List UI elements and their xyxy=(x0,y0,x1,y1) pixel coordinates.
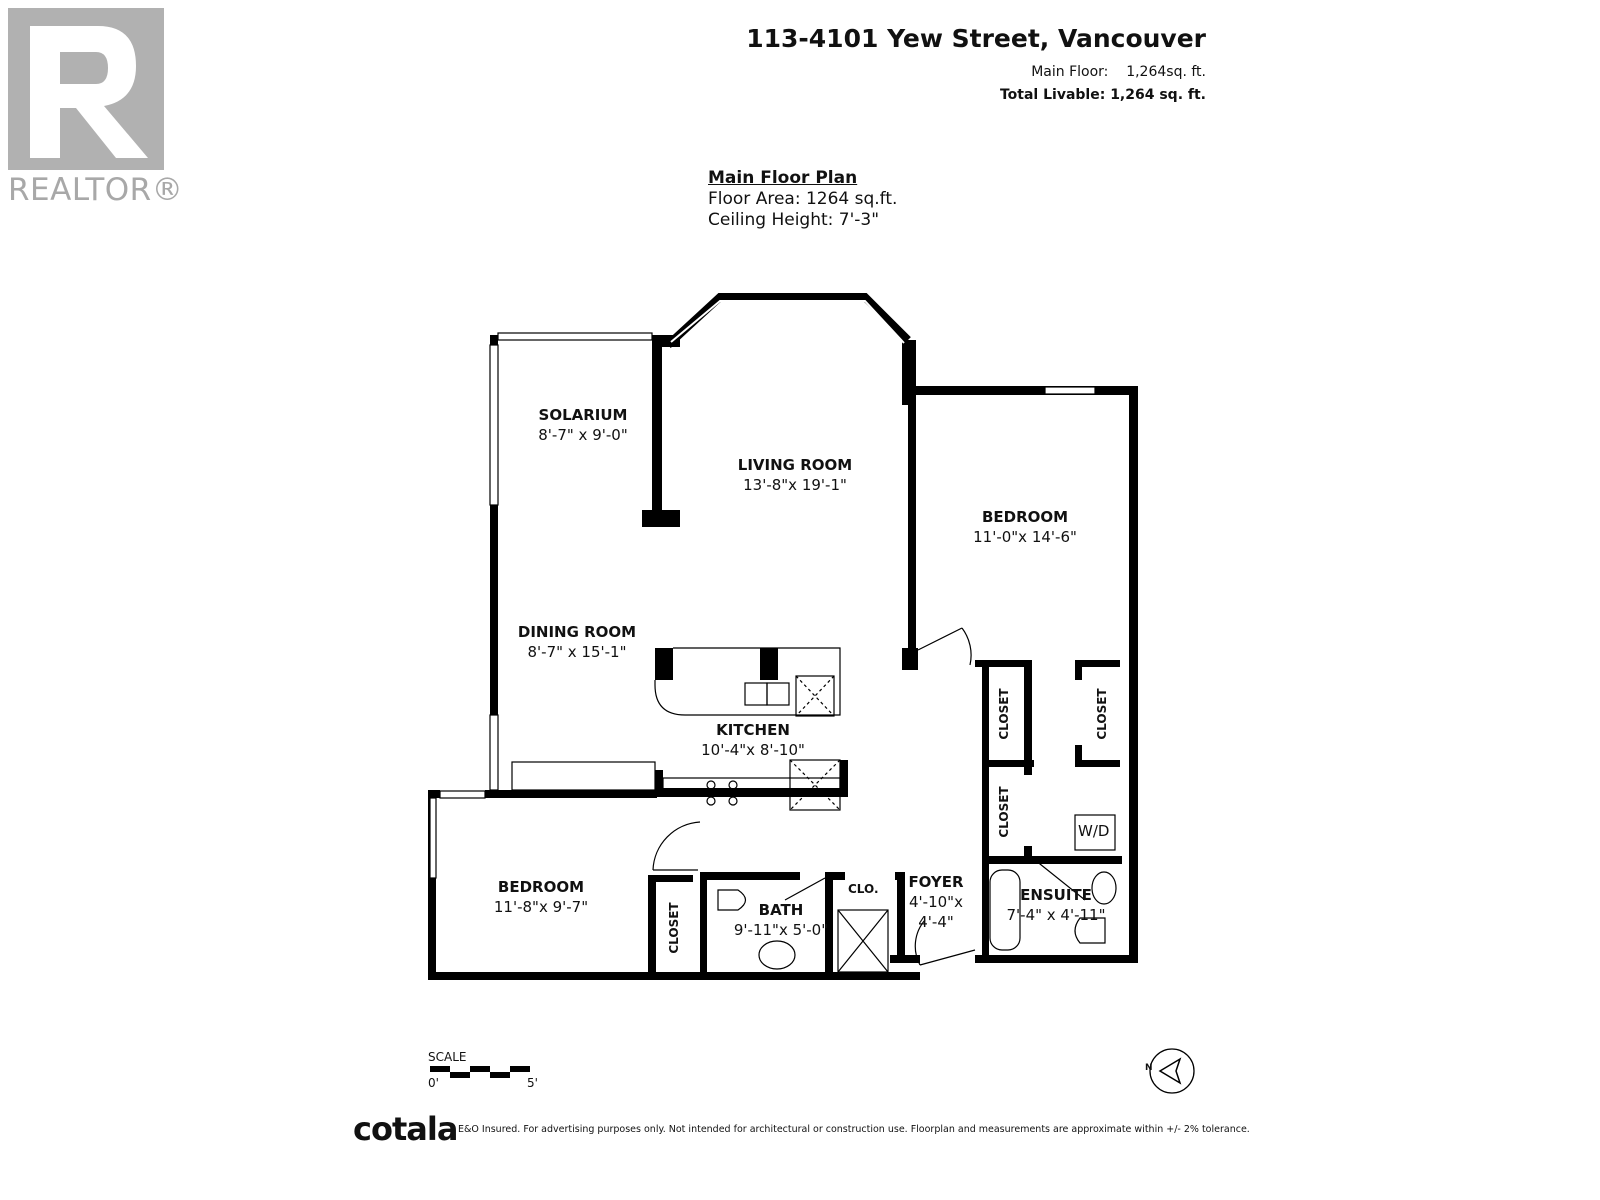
room-name: SOLARIUM xyxy=(538,406,628,424)
closet-label: CLOSET xyxy=(997,786,1011,838)
room-name: KITCHEN xyxy=(716,721,790,739)
total-livable-value: 1,264 sq. ft. xyxy=(1110,87,1206,103)
scale-label: SCALE xyxy=(428,1050,467,1064)
windows-and-fixtures xyxy=(429,293,1117,973)
main-floor-label: Main Floor: xyxy=(1031,64,1109,80)
plan-header: Main Floor Plan Floor Area: 1264 sq.ft. … xyxy=(708,168,897,231)
north-arrow-icon: N xyxy=(1144,1045,1196,1097)
disclaimer: E&O Insured. For advertising purposes on… xyxy=(458,1124,1250,1135)
north-label: N xyxy=(1145,1063,1153,1073)
plan-title: Main Floor Plan xyxy=(708,168,858,188)
room-dimensions: 11'-8"x 9'-7" xyxy=(493,898,589,916)
total-livable-area: Total Livable: 1,264 sq. ft. xyxy=(1000,87,1206,103)
room-dimensions: 8'-7" x 15'-1" xyxy=(527,643,627,661)
room-name: BEDROOM xyxy=(497,878,585,896)
total-livable-label: Total Livable: xyxy=(999,87,1106,103)
ceiling-height: Ceiling Height: 7'-3" xyxy=(708,210,880,230)
room-name: FOYER xyxy=(908,873,964,891)
room-bedroom-second: BEDROOM 11'-8"x 9'-7" xyxy=(494,877,588,917)
room-dimensions: 4'-10"x xyxy=(909,893,963,911)
room-dimensions: 4'-4" xyxy=(918,913,954,931)
floor-area: Floor Area: 1264 sq.ft. xyxy=(708,189,898,209)
room-name: DINING ROOM xyxy=(517,623,637,641)
walls xyxy=(428,335,1138,980)
room-dimensions: 8'-7" x 9'-0" xyxy=(538,426,628,444)
clo-label: CLO. xyxy=(848,882,879,896)
realtor-logo-text: REALTOR® xyxy=(8,172,184,208)
room-living: LIVING ROOM 13'-8"x 19'-1" xyxy=(738,455,852,495)
room-kitchen: KITCHEN 10'-4"x 8'-10" xyxy=(701,720,805,760)
room-dimensions: 11'-0"x 14'-6" xyxy=(973,528,1077,546)
room-bedroom-primary: BEDROOM 11'-0"x 14'-6" xyxy=(973,507,1077,547)
room-ensuite: ENSUITE 7'-4" x 4'-11" xyxy=(1006,885,1105,925)
washer-dryer-label: W/D xyxy=(1078,822,1110,840)
closet-label: CLOSET xyxy=(1095,688,1109,740)
room-name: ENSUITE xyxy=(1020,886,1092,904)
room-name: BATH xyxy=(758,901,804,919)
main-floor-value: 1,264sq. ft. xyxy=(1126,64,1206,80)
realtor-logo xyxy=(8,8,164,170)
room-dimensions: 13'-8"x 19'-1" xyxy=(743,476,847,494)
room-dimensions: 10'-4"x 8'-10" xyxy=(701,741,805,759)
room-dimensions: 7'-4" x 4'-11" xyxy=(1006,906,1106,924)
room-dining: DINING ROOM 8'-7" x 15'-1" xyxy=(518,622,636,662)
cotala-logo: cotala xyxy=(353,1110,458,1148)
property-address: 113-4101 Yew Street, Vancouver xyxy=(746,24,1206,53)
scale-bar xyxy=(430,1066,530,1078)
closet-label: CLOSET xyxy=(997,688,1011,740)
room-solarium: SOLARIUM 8'-7" x 9'-0" xyxy=(538,405,627,445)
scale-end: 5' xyxy=(527,1076,538,1090)
main-floor-area: Main Floor: 1,264sq. ft. xyxy=(1031,64,1206,80)
room-name: BEDROOM xyxy=(981,508,1069,526)
room-bath: BATH 9'-11"x 5'-0" xyxy=(734,900,828,940)
room-foyer: FOYER 4'-10"x 4'-4" xyxy=(908,872,963,932)
room-name: LIVING ROOM xyxy=(737,456,853,474)
room-dimensions: 9'-11"x 5'-0" xyxy=(733,921,829,939)
scale-start: 0' xyxy=(428,1076,439,1090)
closet-label: CLOSET xyxy=(667,902,681,954)
